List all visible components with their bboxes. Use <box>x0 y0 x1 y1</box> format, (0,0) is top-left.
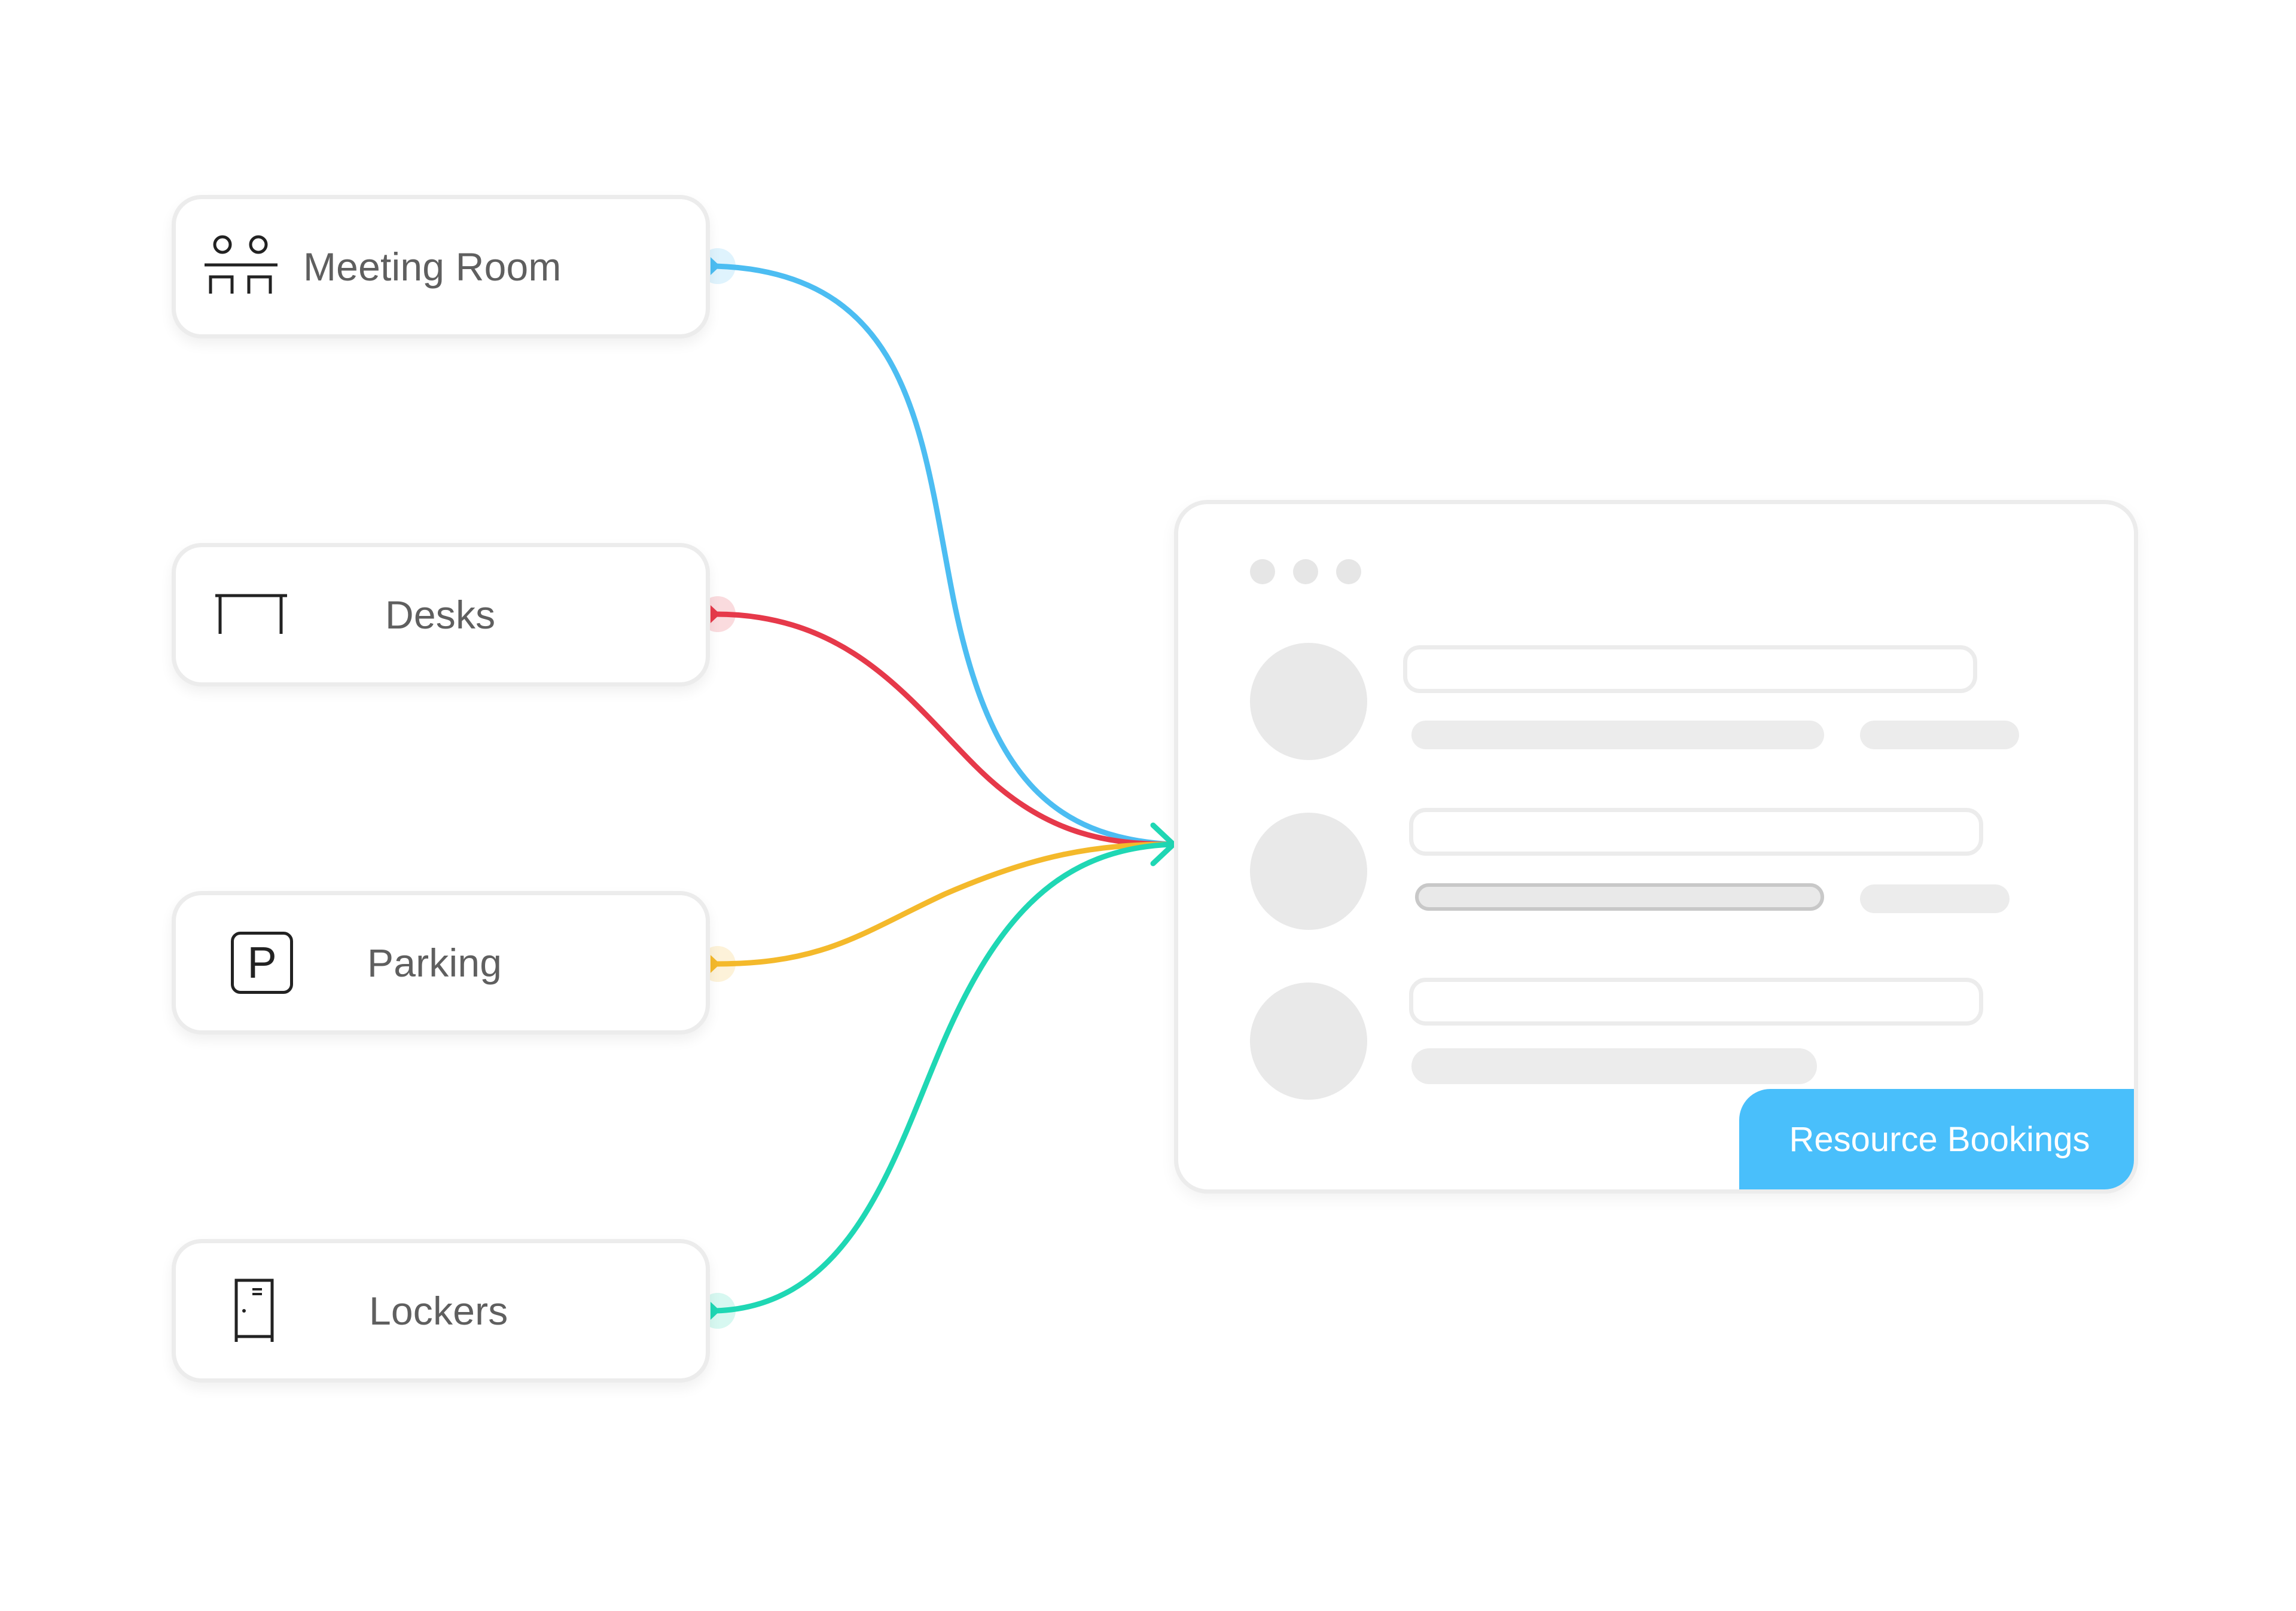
locker-icon <box>234 1279 274 1342</box>
resource-card-meeting-room[interactable]: Meeting Room <box>172 195 710 338</box>
parking-connector <box>712 841 1174 967</box>
parking-origin-tick <box>711 955 720 973</box>
resource-label-lockers: Lockers <box>369 1289 508 1333</box>
desk-icon <box>215 594 287 634</box>
desks-origin-tick <box>711 605 720 623</box>
list-item-detail-placeholder <box>1411 1048 1817 1084</box>
resource-label-parking: Parking <box>367 941 502 985</box>
parking-icon: P <box>231 932 293 994</box>
resource-card-lockers[interactable]: Lockers <box>172 1239 710 1383</box>
list-item-detail-placeholder <box>1411 721 1824 749</box>
window-control-dot[interactable] <box>1293 559 1318 584</box>
list-item-title-placeholder[interactable] <box>1409 808 1983 856</box>
parking-icon-letter: P <box>247 938 277 987</box>
avatar <box>1250 983 1367 1100</box>
resource-label-meeting-room: Meeting Room <box>303 245 562 289</box>
window-control-dot[interactable] <box>1250 559 1275 584</box>
meeting-room-origin-tick <box>711 257 720 275</box>
resource-label-desks: Desks <box>385 593 496 637</box>
desks-connector <box>712 611 1174 847</box>
bookings-app-window: Resource Bookings <box>1174 500 2138 1194</box>
list-item-meta-placeholder <box>1860 884 2010 913</box>
resource-bookings-tag: Resource Bookings <box>1739 1089 2134 1189</box>
meeting-room-connector <box>712 263 1174 847</box>
resource-card-parking[interactable]: P Parking <box>172 891 710 1035</box>
avatar <box>1250 813 1367 930</box>
lockers-origin-tick <box>711 1302 720 1320</box>
arrowhead-icon <box>1150 822 1176 866</box>
list-item-title-placeholder[interactable] <box>1403 645 1977 693</box>
lockers-connector <box>712 841 1174 1314</box>
list-item-detail-placeholder-selected[interactable] <box>1415 883 1824 911</box>
resource-card-desks[interactable]: Desks <box>172 543 710 686</box>
avatar <box>1250 643 1367 760</box>
list-item-meta-placeholder <box>1860 721 2019 749</box>
list-item-title-placeholder[interactable] <box>1409 978 1983 1026</box>
meeting-room-icon <box>205 235 278 294</box>
window-control-dot[interactable] <box>1336 559 1361 584</box>
